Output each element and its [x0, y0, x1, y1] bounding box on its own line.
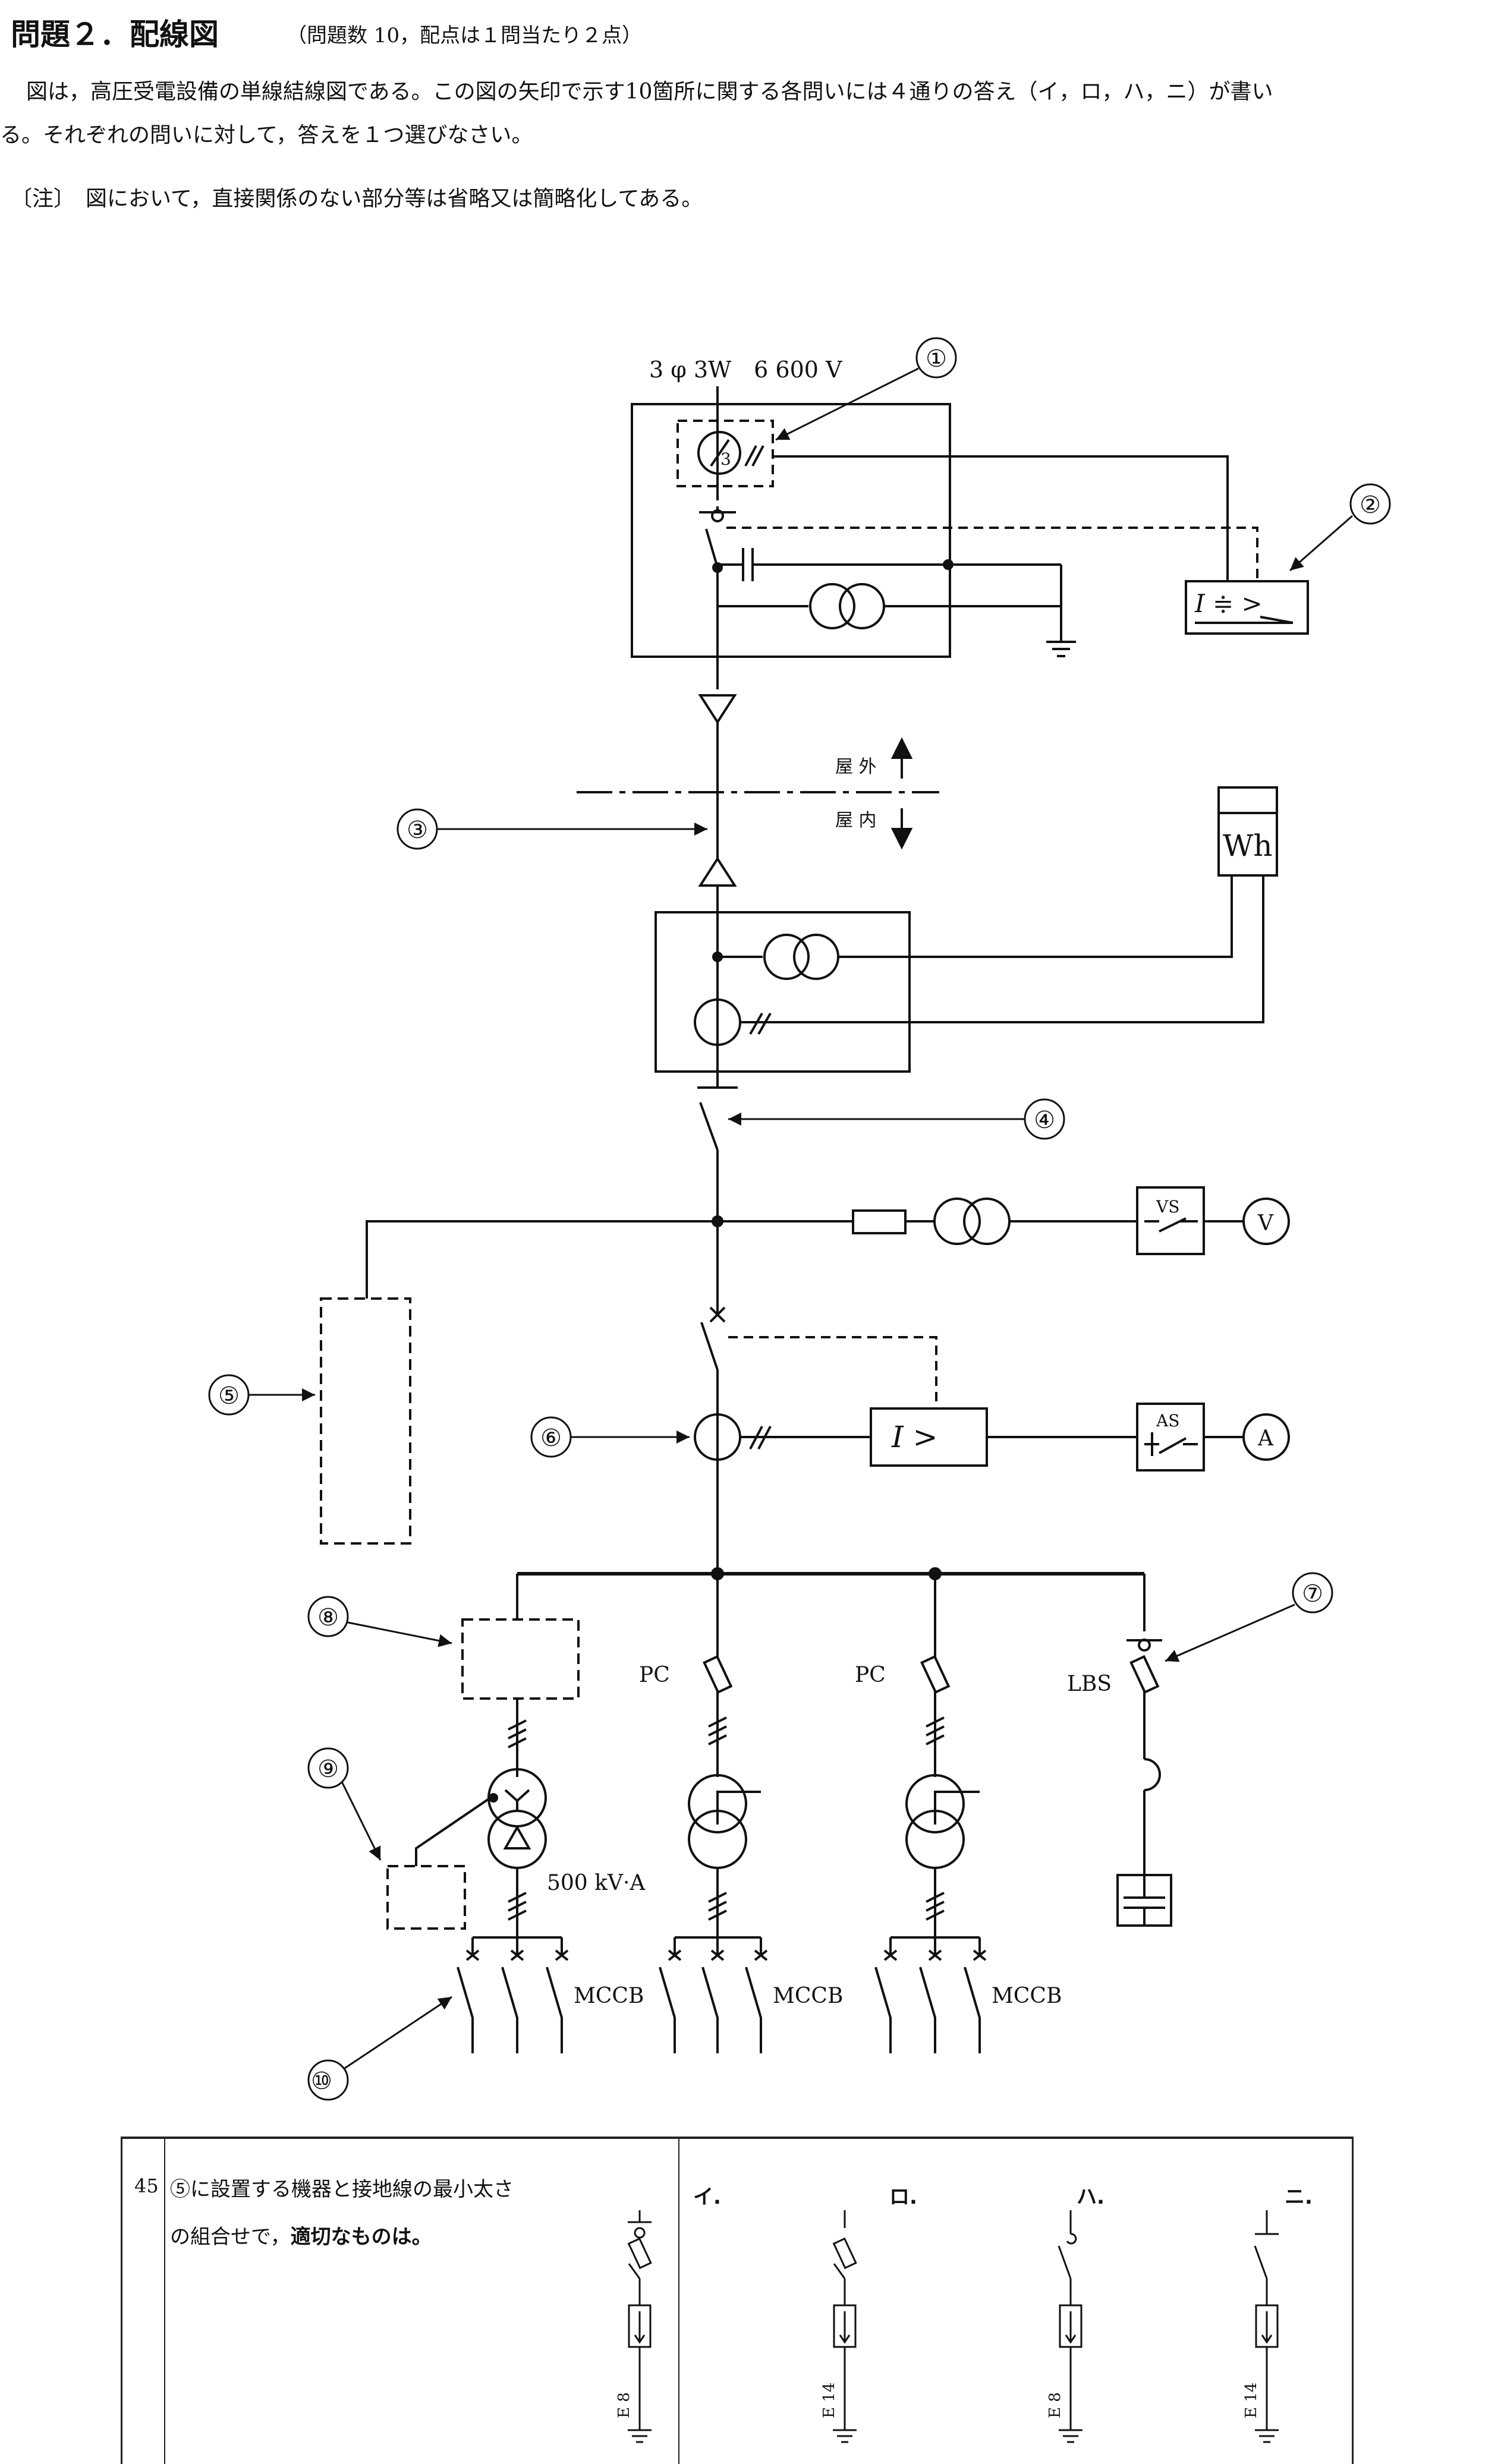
choice-ha-label[interactable]: ハ.: [1077, 2185, 1104, 2209]
vct-enclosure: [654, 911, 911, 1073]
pc-label-2: PC: [855, 1663, 886, 1687]
choice-ha-diagram: [1058, 2210, 1083, 2443]
pc-transformer-2-primary: [905, 1774, 965, 1833]
question-text-1: ⑤に設置する機器と接地線の最小太さ: [170, 2178, 514, 2201]
wh-label: Wh: [1223, 828, 1273, 863]
choice-i-diagram: [627, 2210, 652, 2443]
mccb-label-3: MCCB: [992, 1984, 1062, 2008]
transformer-secondary: [487, 1810, 547, 1869]
marker-7: ⑦: [1302, 1580, 1323, 1608]
ground-label-ni: E 14: [1242, 2383, 1260, 2418]
note-line: 〔注〕 図において，直接関係のない部分等は省略又は簡略化してある。: [11, 187, 703, 211]
question-set-title: 問題２．配線図: [11, 17, 219, 52]
ocr-label: I >: [891, 1420, 938, 1454]
question-set-subtitle: （問題数 10，配点は１問当たり２点）: [287, 24, 643, 48]
question-text-2: の組合せで，: [170, 2225, 291, 2249]
question-text: ⑤に設置する機器と接地線の最小太さ の組合せで，適切なものは。: [170, 2166, 675, 2261]
marker-9: ⑨: [317, 1756, 339, 1783]
zct-symbol: [697, 431, 741, 475]
question-table: 45 ⑤に設置する機器と接地線の最小太さ の組合せで，適切なものは。 イ. ロ.…: [121, 2137, 1354, 2464]
mccb-label-2: MCCB: [773, 1984, 843, 2008]
vt-fuse: [852, 1209, 907, 1234]
lbs-label: LBS: [1067, 1672, 1112, 1696]
choice-ro-label[interactable]: ロ.: [889, 2185, 917, 2209]
marker-6: ⑥: [540, 1425, 562, 1452]
pc-transformer-1-primary: [688, 1774, 747, 1833]
choice-ni-diagram: [1254, 2210, 1279, 2443]
marker-1: ①: [926, 345, 947, 373]
cable-head-lower: [698, 856, 737, 887]
marker-3: ③: [407, 817, 428, 844]
grounding-device-box-9: [386, 1865, 466, 1930]
ground-label-ha: E 8: [1046, 2392, 1064, 2418]
outdoor-label: 屋 外: [835, 757, 877, 777]
voltmeter-label: V: [1257, 1211, 1274, 1236]
ammeter-label: A: [1257, 1426, 1274, 1451]
question-text-bold: 適切なものは。: [290, 2225, 432, 2249]
transformer-rating: 500 kV·A: [547, 1871, 646, 1895]
single-line-diagram: 3 φ 3W 6 600 V 3 I ≑: [208, 337, 1391, 2101]
supply-voltage-label: 3 φ 3W 6 600 V: [649, 357, 842, 383]
ground-relay-box: [1185, 580, 1309, 635]
pc-label-1: PC: [639, 1663, 670, 1687]
choice-i-label[interactable]: イ.: [693, 2185, 721, 2209]
marker-5: ⑤: [218, 1382, 240, 1410]
cable-head-upper: [698, 694, 737, 724]
intro-line-2: る。それぞれの問いに対して，答えを１つ選びなさい。: [0, 123, 533, 147]
zct-number: 3: [720, 449, 731, 469]
choice-diagrams: E 8 E 14 E 8 E 14: [615, 2210, 1279, 2443]
ground-label-i: E 8: [615, 2392, 633, 2418]
mccb-group-2: [659, 1937, 768, 2053]
watt-hour-meter: [1217, 786, 1278, 877]
pas-enclosure: [631, 403, 951, 658]
question-number: 45: [134, 2175, 159, 2197]
choice-ni-label[interactable]: ニ.: [1285, 2185, 1313, 2209]
ground-label-ro: E 14: [820, 2383, 838, 2418]
marker-10: ⑩: [311, 2068, 332, 2095]
intro-line-1: 図は，高圧受電設備の単線結線図である。この図の矢印で示す10箇所に関する各問いに…: [26, 80, 1273, 104]
mccb-label-1: MCCB: [574, 1984, 644, 2008]
choice-ro-diagram: [832, 2210, 857, 2443]
lightning-arrester-box-5: [320, 1297, 411, 1545]
marker-2: ②: [1360, 491, 1381, 519]
ground-relay-label: I ≑ >: [1194, 589, 1263, 618]
indoor-label: 屋 内: [835, 810, 877, 831]
mccb-group-3: [874, 1937, 987, 2053]
marker-4: ④: [1034, 1107, 1055, 1134]
branch-device-box-8: [461, 1618, 580, 1700]
marker-8: ⑧: [317, 1604, 339, 1631]
zct-dashed-box: [676, 420, 774, 487]
as-label: AS: [1156, 1411, 1179, 1430]
vs-label: VS: [1156, 1197, 1179, 1217]
mccb-group-1: [457, 1937, 569, 2053]
